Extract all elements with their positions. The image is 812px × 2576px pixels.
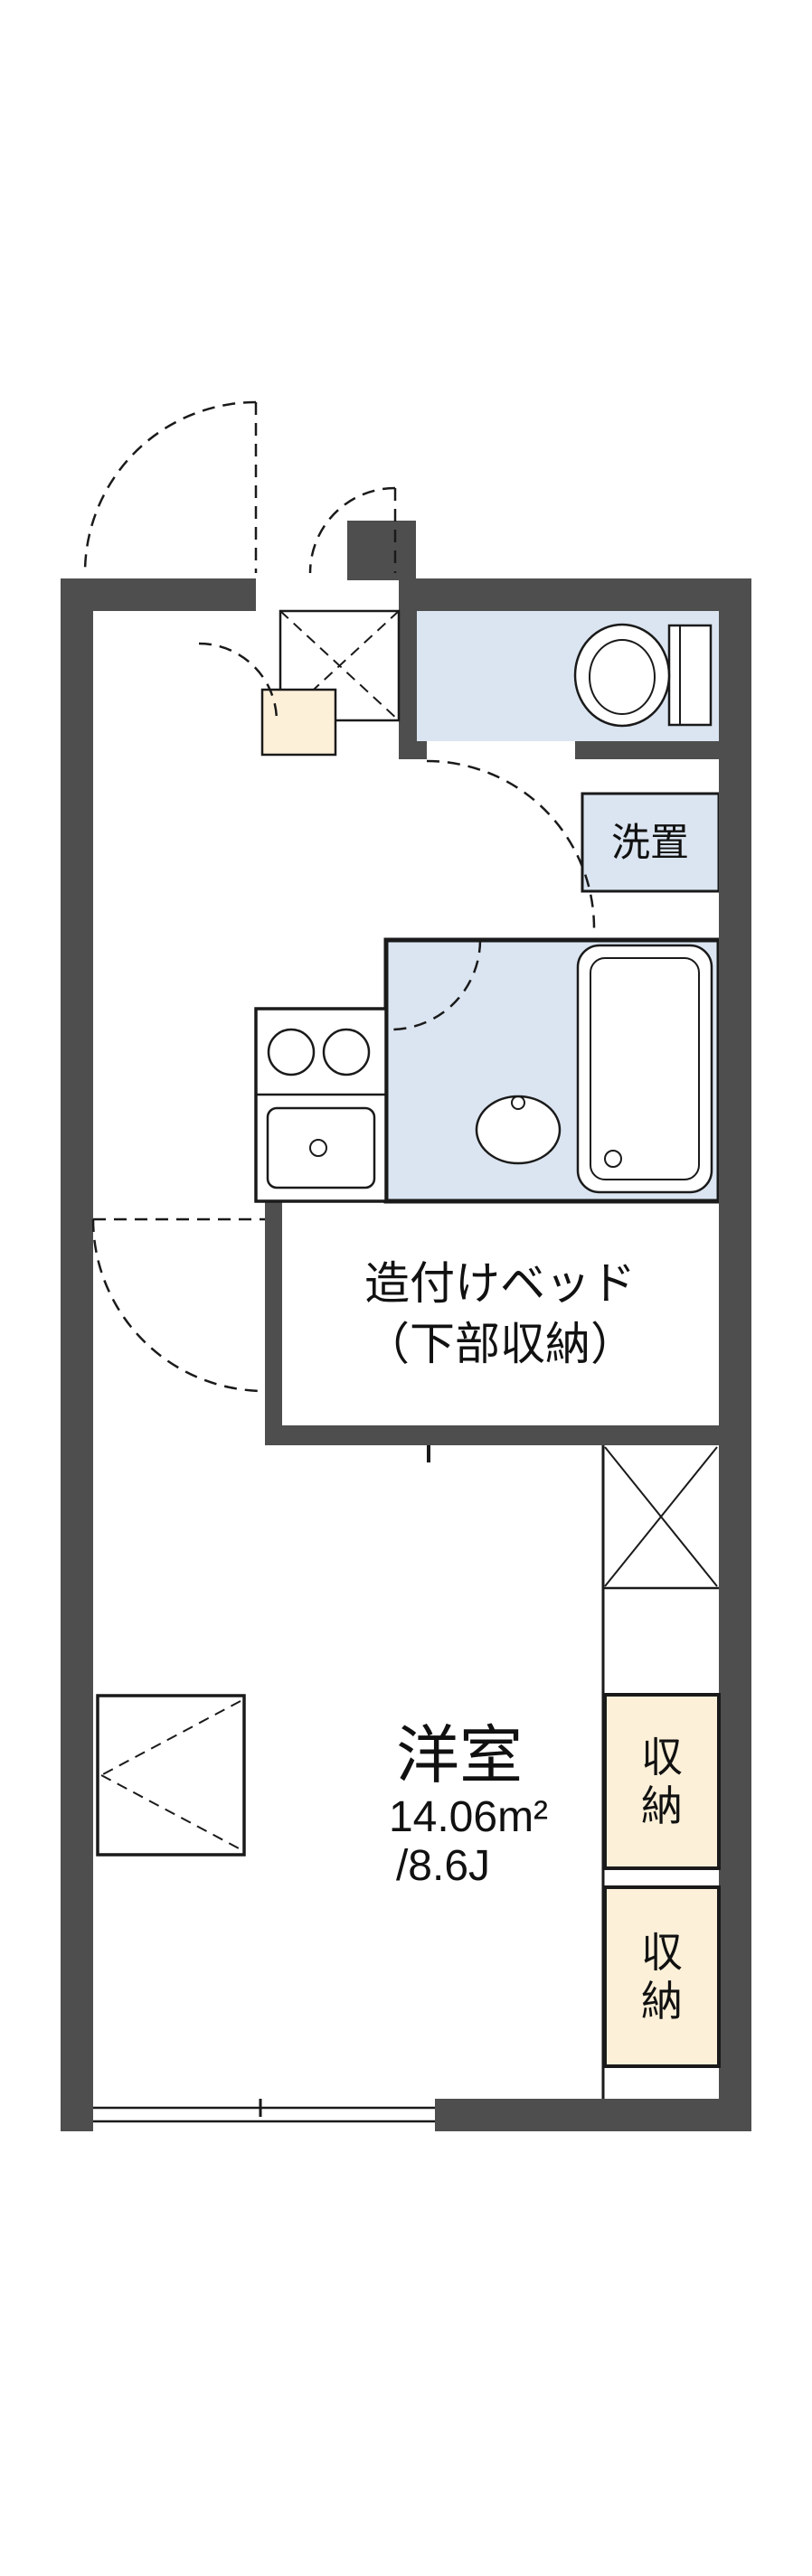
wall-left [61,578,93,2131]
toilet-fixture [573,623,713,728]
bath-sink [475,1095,562,1165]
washer-space [581,792,721,893]
wall-bottom [435,2099,751,2131]
stove-burner-right [322,1028,371,1076]
bed-label-line2: （下部収納） [364,1319,636,1369]
closet [96,1694,246,1857]
room-name-label: 洋室 [396,1720,523,1791]
toilet-bottom-wall-b [575,741,751,759]
bathtub-inner [590,957,700,1180]
walls [61,521,751,2131]
kitchen [254,1007,388,1203]
shelf-diagonal-2 [604,1446,718,1587]
bathtub [576,944,713,1194]
door-swings [83,400,596,1393]
storage-lower-box [603,1885,721,2068]
entry-door-arc [83,400,257,574]
entry-door2-arc [308,486,396,574]
bed-label-line1: 造付けベッド [364,1258,636,1309]
room-tatami-label: /8.6J [396,1842,490,1890]
kitchen-counter [254,1007,388,1203]
kitchen-sink-drain [309,1139,327,1157]
closet-box [96,1694,246,1857]
bathroom-door-arc [390,939,482,1031]
toilet-bowl-inner [589,639,656,715]
storage-lower-label-1: 収 [641,1929,683,1976]
hall-door-arc [198,642,279,722]
window-bottom [93,2099,435,2123]
toilet-bottom-wall-a [399,741,427,759]
storage-column [601,1445,721,2099]
bathtub-drain [604,1150,622,1168]
stove-burner-left [267,1028,316,1076]
room-door-arc [91,1218,266,1393]
bathroom-fixtures [475,944,713,1194]
bed-side-wall [265,1201,282,1443]
toilet-tank [667,624,713,727]
entrance-area [260,609,401,757]
shoe-cabinet [260,688,337,757]
washroom-door-arc [426,759,596,929]
wall-bottom-corner [61,2099,93,2131]
washer-label: 洗置 [611,822,689,865]
wall-right [719,578,751,2131]
entrance-stub [347,521,416,580]
storage-upper-box [603,1693,721,1870]
bed-bottom-wall [265,1425,751,1445]
closet-fold-2 [100,1774,241,1850]
labels: 洗置 造付けベッド （下部収納） 洋室 14.06m² /8.6J 収 納 収 … [364,822,689,2025]
storage-lower-label-2: 納 [641,1978,683,2025]
toilet-partition [399,578,417,759]
bath-sink-faucet [511,1095,525,1110]
room-area-label: 14.06m² [389,1793,548,1841]
kitchen-sink [266,1106,376,1189]
storage-upper-label-1: 収 [641,1734,683,1781]
toilet-bowl [573,623,671,728]
wall-top-right [399,578,751,611]
storage-upper-label-2: 納 [641,1782,683,1829]
closet-fold-1 [100,1700,241,1776]
